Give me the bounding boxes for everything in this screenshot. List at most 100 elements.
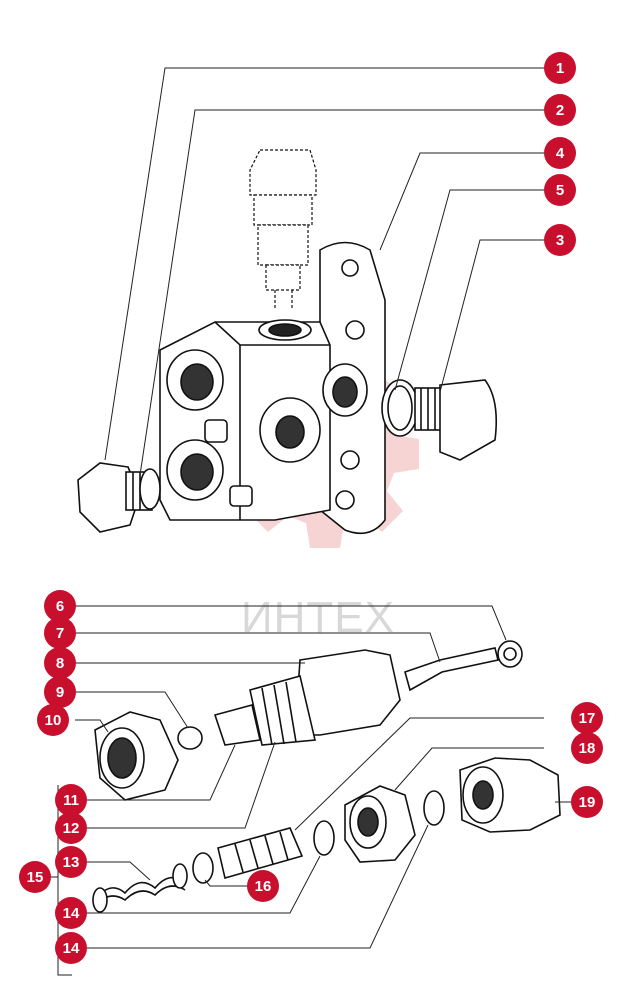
callout-label: 12 <box>63 820 80 837</box>
callout-marker: 10 <box>37 704 69 736</box>
callout-badge <box>55 812 87 844</box>
block-tab <box>229 485 253 507</box>
spool-part-12 <box>213 704 261 746</box>
o-ring-part-14 <box>313 820 335 856</box>
callout-marker: 13 <box>55 846 87 878</box>
callout-label: 16 <box>255 878 272 895</box>
nut-18-bore-inner <box>357 807 379 837</box>
front-port-bore <box>275 415 305 449</box>
callout-marker: 12 <box>55 812 87 844</box>
callout-badge <box>571 702 603 734</box>
fitting-bore-inner <box>472 780 494 810</box>
callout-marker: 2 <box>544 94 576 126</box>
callout-badge <box>544 174 576 206</box>
callout-marker: 14 <box>55 897 87 929</box>
callout-marker: 1 <box>544 52 576 84</box>
callout-marker: 18 <box>571 732 603 764</box>
flange-hole <box>345 320 365 340</box>
callout-marker: 19 <box>571 786 603 818</box>
callout-label: 1 <box>556 60 564 77</box>
plug-head-part-3 <box>439 379 498 461</box>
callout-badge <box>19 861 51 893</box>
spring-part-13 <box>94 876 186 901</box>
top-port-bore <box>268 323 302 337</box>
o-ring-part-14 <box>423 790 445 826</box>
callout-badge <box>44 647 76 679</box>
callout-marker: 11 <box>55 784 87 816</box>
callout-label: 3 <box>556 232 564 249</box>
callout-marker: 17 <box>571 702 603 734</box>
callout-badge <box>55 846 87 878</box>
right-port-bore <box>332 376 358 408</box>
pin-part-9 <box>177 726 203 750</box>
callout-marker: 7 <box>44 617 76 649</box>
leader-lines <box>48 67 573 976</box>
callout-marker: 14 <box>55 932 87 964</box>
callout-label: 13 <box>63 854 80 871</box>
callout-label: 18 <box>579 740 596 757</box>
small-ring-hole <box>503 647 517 661</box>
callout-label: 6 <box>56 598 64 615</box>
callout-marker: 4 <box>544 137 576 169</box>
callout-marker: 5 <box>544 174 576 206</box>
callout-badge <box>55 784 87 816</box>
callout-label: 17 <box>579 710 596 727</box>
callout-badge <box>544 52 576 84</box>
dashed-fitting <box>249 149 317 310</box>
callout-label: 9 <box>56 684 64 701</box>
callout-label: 7 <box>56 625 64 642</box>
left-upper-port-bore <box>180 363 214 401</box>
callout-label: 2 <box>556 102 564 119</box>
callout-label: 8 <box>56 655 64 672</box>
callout-label: 11 <box>63 792 79 809</box>
callout-badge <box>55 897 87 929</box>
lower-exploded-parts <box>92 640 561 913</box>
flange-hole <box>341 259 359 277</box>
callout-marker: 3 <box>544 224 576 256</box>
plug-part-3 <box>381 379 498 461</box>
pin-part-7 <box>404 647 499 692</box>
callout-marker: 6 <box>44 590 76 622</box>
callout-label: 4 <box>556 145 565 162</box>
callout-badge <box>544 224 576 256</box>
screw-part-17 <box>217 827 304 880</box>
callout-badge <box>544 137 576 169</box>
callout-marker: 16 <box>247 870 279 902</box>
callout-badge <box>247 870 279 902</box>
spring-end <box>172 863 188 889</box>
callout-label: 10 <box>45 712 62 729</box>
callout-marker: 15 <box>19 861 51 893</box>
nut-bore-inner <box>107 737 137 779</box>
spring-end <box>92 887 108 913</box>
flange-hole <box>335 490 355 510</box>
callout-badge <box>571 732 603 764</box>
callout-label: 19 <box>579 794 596 811</box>
callout-badge <box>55 932 87 964</box>
plug-part-1 <box>77 462 161 533</box>
callout-label: 14 <box>63 940 80 957</box>
washer-part-16 <box>192 852 214 884</box>
watermark-text: ИНТЕХ <box>241 593 395 642</box>
callout-label: 15 <box>27 869 44 886</box>
seal-ring-inner <box>387 385 413 431</box>
flange-hole <box>340 450 360 470</box>
callout-badge <box>44 617 76 649</box>
callout-badge <box>37 704 69 736</box>
block-tab <box>204 419 228 443</box>
callout-marker: 8 <box>44 647 76 679</box>
callout-badge <box>571 786 603 818</box>
cartridge-thread-part-8 <box>249 675 316 746</box>
callout-marker: 9 <box>44 676 76 708</box>
plug-thread-part-3 <box>414 387 444 431</box>
callout-badge <box>44 676 76 708</box>
washer-part-2 <box>139 468 161 510</box>
valve-body-assembly <box>159 149 386 535</box>
callout-badge <box>544 94 576 126</box>
callout-label: 5 <box>556 182 564 199</box>
callout-label: 14 <box>63 905 80 922</box>
callout-badge <box>44 590 76 622</box>
left-lower-port-bore <box>180 453 214 491</box>
